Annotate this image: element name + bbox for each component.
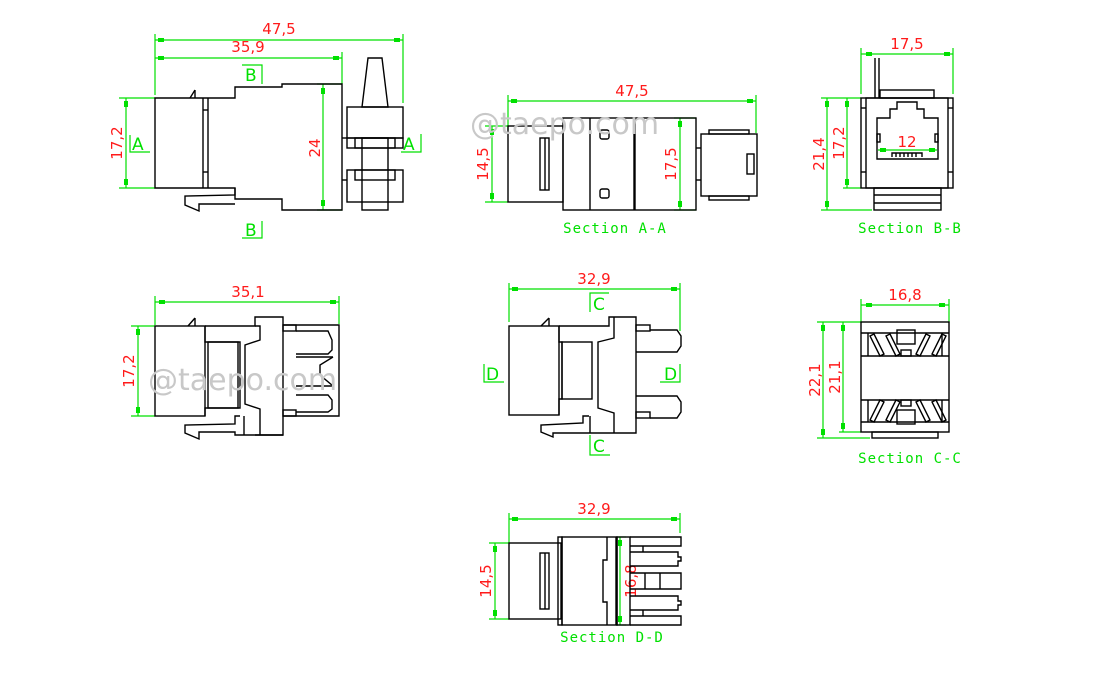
section-a-a-view: 47,5 14,5 17,5 Section A-A <box>474 82 758 237</box>
dim-port-width: 12 <box>897 133 916 151</box>
section-b-marker-bottom: B <box>245 221 257 241</box>
dim-length: 35,1 <box>231 283 264 301</box>
section-d-d-view: 32,9 14,5 16,8 Section D-D <box>477 500 682 646</box>
dim-width: 16,8 <box>888 286 921 304</box>
watermark: @taepo.com <box>148 363 337 398</box>
dim-body-height: 17,5 <box>662 147 680 180</box>
section-a-a-title: Section A-A <box>563 221 667 237</box>
top-view: 35,1 17,2 <box>120 283 340 441</box>
section-b-b-view: 17,5 21,4 17,2 12 Section B-B <box>810 35 962 237</box>
side-view: 47,5 35,9 17,2 24 B B A A <box>108 20 422 241</box>
section-d-marker-left: D <box>486 365 499 385</box>
dim-body-length: 35,9 <box>231 38 264 56</box>
dim-height: 17,2 <box>120 354 138 387</box>
section-c-c-title: Section C-C <box>858 451 962 467</box>
dim-total-height: 22,1 <box>806 363 824 396</box>
section-b-b-title: Section B-B <box>858 221 962 237</box>
watermark: @taepo.com <box>470 107 659 142</box>
section-c-marker-bottom: C <box>593 437 605 457</box>
dim-front-height: 14,5 <box>474 147 492 180</box>
front-section-view: 32,9 C C D D <box>483 270 682 457</box>
section-d-marker-right: D <box>664 365 677 385</box>
section-c-c-view: 16,8 22,1 21,1 Section C-C <box>806 286 962 467</box>
dim-overall-length: 47,5 <box>615 82 648 100</box>
section-b-marker-top: B <box>245 66 257 86</box>
section-a-marker-right: A <box>403 135 415 155</box>
dim-width: 17,5 <box>890 35 923 53</box>
dim-body-height: 17,2 <box>830 126 848 159</box>
dim-body-height: 16,8 <box>622 564 640 597</box>
section-d-d-title: Section D-D <box>560 630 664 646</box>
section-c-marker-top: C <box>593 295 605 315</box>
dim-front-height: 14,5 <box>477 564 495 597</box>
section-a-marker-left: A <box>132 135 144 155</box>
dim-total-height: 21,4 <box>810 137 828 170</box>
dim-front-height: 17,2 <box>108 126 126 159</box>
dim-overall-length: 47,5 <box>262 20 295 38</box>
dim-body-height: 21,1 <box>826 360 844 393</box>
dim-length: 32,9 <box>577 270 610 288</box>
dim-rear-height: 24 <box>306 138 324 157</box>
dim-length: 32,9 <box>577 500 610 518</box>
